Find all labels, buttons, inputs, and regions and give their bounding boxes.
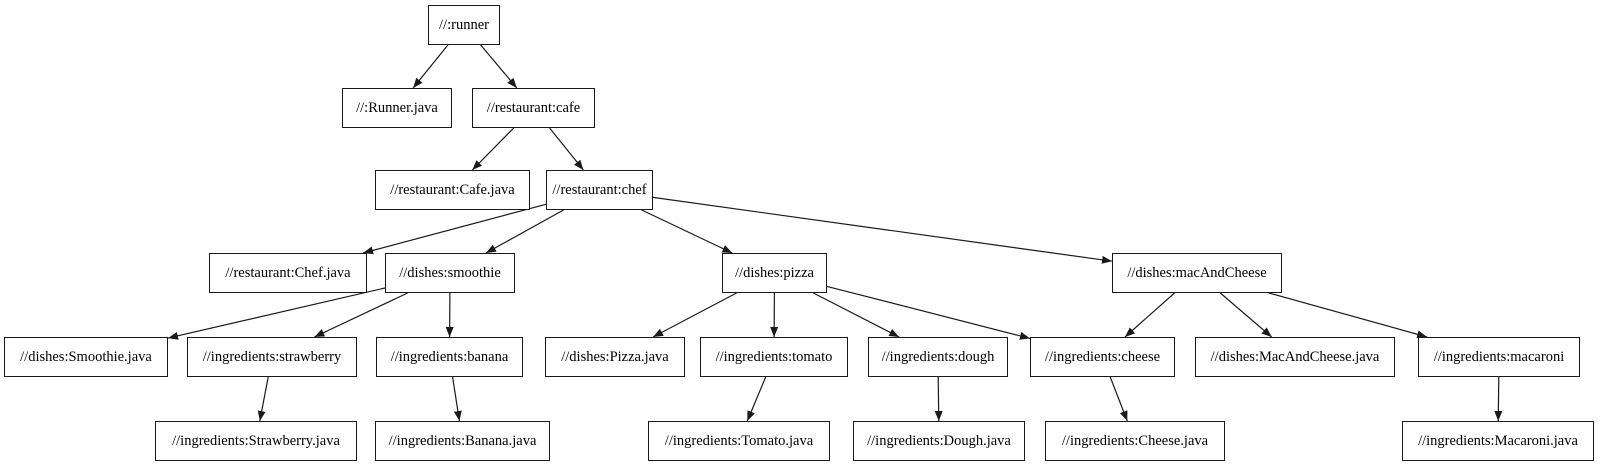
node-cafe: //restaurant:cafe — [472, 88, 595, 128]
edge-cheese-to-cheese-java — [1109, 376, 1128, 422]
edge-smoothie-to-strawberry — [314, 292, 408, 338]
edge-runner-to-runner-java — [412, 44, 449, 89]
node-pizza-java: //dishes:Pizza.java — [545, 337, 685, 377]
edge-macaroni-to-macaroni-java — [1494, 376, 1503, 422]
node-tomato-java: //ingredients:Tomato.java — [648, 421, 830, 461]
edge-banana-to-banana-java — [452, 376, 462, 422]
node-mac-and-cheese: //dishes:macAndCheese — [1112, 253, 1282, 293]
node-pizza: //dishes:pizza — [722, 253, 827, 293]
node-chef: //restaurant:chef — [546, 170, 653, 210]
edge-pizza-to-cheese — [826, 285, 1031, 340]
node-dough: //ingredients:dough — [868, 337, 1008, 377]
edge-pizza-to-pizza-java — [652, 292, 737, 338]
node-smoothie: //dishes:smoothie — [385, 253, 515, 293]
edge-cafe-to-chef — [549, 127, 584, 171]
node-runner-java: //:Runner.java — [342, 88, 452, 128]
edge-mac-and-cheese-to-mac-and-cheese-java — [1219, 292, 1273, 338]
edge-chef-to-smoothie — [485, 209, 564, 254]
node-chef-java: //restaurant:Chef.java — [209, 253, 367, 293]
edge-mac-and-cheese-to-macaroni — [1268, 292, 1428, 339]
node-macaroni: //ingredients:macaroni — [1418, 337, 1580, 377]
edge-dough-to-dough-java — [934, 376, 943, 422]
edge-smoothie-to-smoothie-java — [167, 287, 386, 340]
node-banana-java: //ingredients:Banana.java — [375, 421, 550, 461]
node-dough-java: //ingredients:Dough.java — [853, 421, 1025, 461]
node-runner: //:runner — [428, 5, 500, 45]
edge-chef-to-pizza — [641, 209, 733, 254]
node-strawberry: //ingredients:strawberry — [187, 337, 357, 377]
edge-mac-and-cheese-to-cheese — [1124, 292, 1175, 338]
node-macaroni-java: //ingredients:Macaroni.java — [1402, 421, 1594, 461]
edge-strawberry-to-strawberry-java — [257, 376, 269, 422]
edge-cafe-to-cafe-java — [471, 127, 515, 171]
edge-runner-to-cafe — [480, 44, 518, 89]
node-smoothie-java: //dishes:Smoothie.java — [4, 337, 168, 377]
node-cheese-java: //ingredients:Cheese.java — [1045, 421, 1225, 461]
edge-pizza-to-dough — [813, 292, 900, 338]
node-cheese: //ingredients:cheese — [1030, 337, 1175, 377]
node-banana: //ingredients:banana — [376, 337, 523, 377]
node-cafe-java: //restaurant:Cafe.java — [375, 170, 530, 210]
edge-chef-to-mac-and-cheese — [652, 196, 1113, 264]
edge-chef-to-chef-java — [362, 203, 547, 255]
edge-tomato-to-tomato-java — [746, 376, 767, 422]
node-strawberry-java: //ingredients:Strawberry.java — [155, 421, 357, 461]
node-mac-and-cheese-java: //dishes:MacAndCheese.java — [1195, 337, 1395, 377]
node-tomato: //ingredients:tomato — [700, 337, 848, 377]
